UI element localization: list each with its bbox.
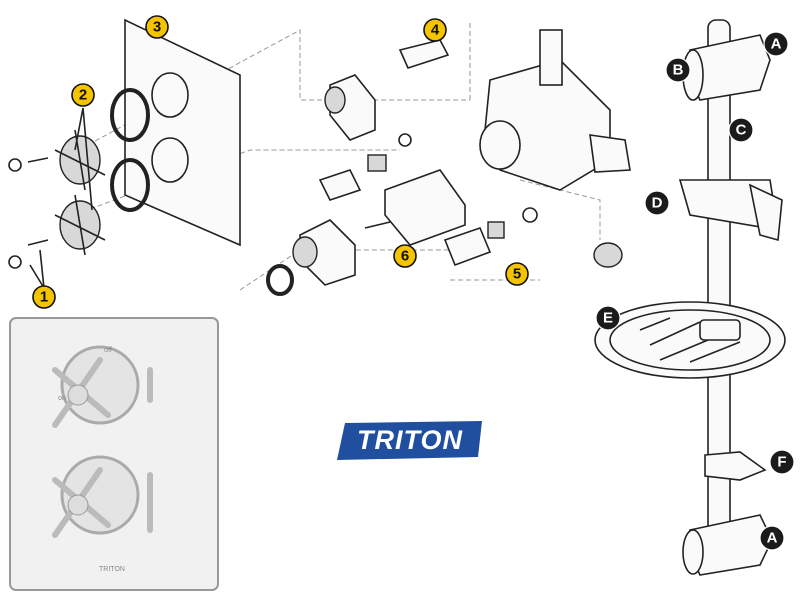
svg-text:C: C — [736, 122, 747, 139]
valve-cartridge-parts — [266, 39, 538, 296]
valve-product-photo: off on TRITON — [9, 317, 219, 591]
label-1: 1 — [32, 285, 56, 309]
part-number-labels: 1 2 3 4 5 6 — [32, 15, 529, 309]
on-label: on — [58, 395, 66, 402]
svg-text:3: 3 — [153, 19, 161, 36]
svg-text:5: 5 — [513, 266, 521, 283]
cross-handles — [8, 107, 106, 289]
label-5: 5 — [505, 262, 529, 286]
svg-text:4: 4 — [431, 22, 440, 39]
svg-text:A: A — [767, 530, 778, 547]
label-f: F — [769, 449, 795, 475]
svg-text:TRITON: TRITON — [357, 425, 463, 455]
label-b: B — [665, 57, 691, 83]
label-2: 2 — [71, 83, 95, 107]
photo-brand-mark: TRITON — [99, 566, 125, 573]
svg-text:F: F — [777, 454, 786, 471]
valve-body — [479, 29, 631, 268]
off-label: off — [104, 347, 112, 354]
svg-text:A: A — [771, 36, 782, 53]
label-6: 6 — [393, 244, 417, 268]
label-a-bottom: A — [759, 525, 785, 551]
triton-logo: TRITON — [337, 421, 482, 460]
svg-text:2: 2 — [79, 87, 87, 104]
label-a-top: A — [763, 31, 789, 57]
svg-text:B: B — [673, 62, 684, 79]
svg-text:1: 1 — [40, 289, 48, 306]
label-d: D — [644, 190, 670, 216]
label-e: E — [595, 305, 621, 331]
shower-riser-rail — [594, 19, 786, 576]
svg-text:D: D — [652, 195, 663, 212]
cover-plate — [110, 18, 241, 247]
svg-text:E: E — [603, 310, 613, 327]
label-4: 4 — [423, 18, 447, 42]
label-c: C — [728, 117, 754, 143]
rail-part-labels: A B C D E F A — [595, 31, 795, 551]
svg-text:6: 6 — [401, 248, 409, 265]
label-3: 3 — [145, 15, 169, 39]
